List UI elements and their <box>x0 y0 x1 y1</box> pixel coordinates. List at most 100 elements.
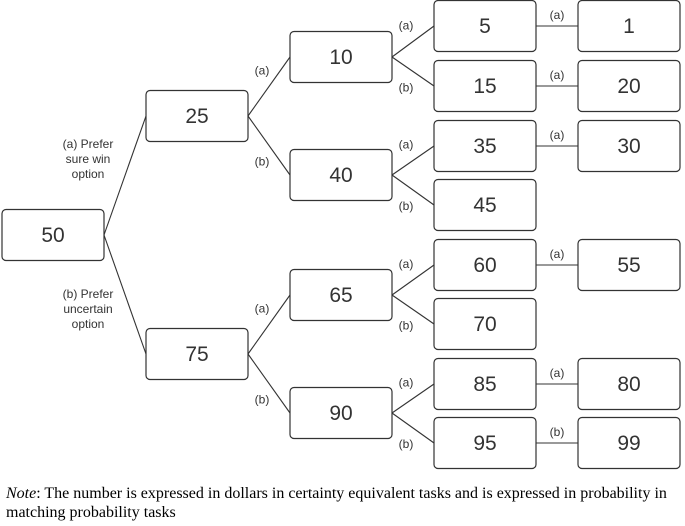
node-box <box>289 30 393 84</box>
node-box <box>577 119 681 173</box>
node-value: 1 <box>623 15 635 38</box>
edge-label-line: option <box>72 317 105 331</box>
node-value: 45 <box>473 194 496 217</box>
edge-label-n65-n70: (b) <box>399 319 414 333</box>
edge-n10-n5 <box>391 25 435 58</box>
edge-label-n25-n40: (b) <box>255 155 270 169</box>
node-box <box>433 297 537 351</box>
edge-label-line: (b) Prefer <box>63 287 114 301</box>
node-value: 75 <box>185 343 208 366</box>
node-box <box>289 148 393 202</box>
node-20: 20 <box>577 59 681 113</box>
node-box <box>433 0 537 53</box>
edge-n25-n40 <box>247 115 291 176</box>
edge-label-n60-n55: (a) <box>550 247 565 261</box>
node-85: 85 <box>433 357 537 411</box>
node-90: 90 <box>289 386 393 440</box>
node-value: 60 <box>473 254 496 277</box>
edge-label-n90-n85: (a) <box>399 376 414 390</box>
node-value: 10 <box>329 46 352 69</box>
edge-n25-n10 <box>247 56 291 117</box>
node-80: 80 <box>577 357 681 411</box>
node-55: 55 <box>577 238 681 292</box>
edge-n90-n85 <box>391 383 435 414</box>
node-45: 45 <box>433 178 537 232</box>
edge-label-n10-n5: (a) <box>399 19 414 33</box>
node-value: 25 <box>185 105 208 128</box>
edge-n65-n70 <box>391 294 435 325</box>
edge-label-n10-n15: (b) <box>399 81 414 95</box>
node-1: 1 <box>577 0 681 53</box>
node-value: 80 <box>617 373 640 396</box>
node-box <box>289 386 393 440</box>
edge-n75-n90 <box>247 353 291 414</box>
edge-label-n85-n80: (a) <box>550 366 565 380</box>
node-35: 35 <box>433 119 537 173</box>
node-99: 99 <box>577 416 681 470</box>
node-value: 70 <box>473 313 496 336</box>
node-box <box>433 178 537 232</box>
edge-n50-n25 <box>103 115 147 236</box>
node-box <box>577 357 681 411</box>
node-box <box>433 238 537 292</box>
node-value: 50 <box>41 224 64 247</box>
edge-n75-n65 <box>247 294 291 355</box>
edge-n90-n95 <box>391 412 435 444</box>
node-box <box>577 59 681 113</box>
node-50: 50 <box>1 208 105 262</box>
node-value: 55 <box>617 254 640 277</box>
edge-label-n5-n1: (a) <box>550 8 565 22</box>
node-box <box>145 89 249 143</box>
node-60: 60 <box>433 238 537 292</box>
node-value: 5 <box>479 15 491 38</box>
edge-label-n35-n30: (a) <box>550 128 565 142</box>
node-value: 30 <box>617 135 640 158</box>
node-box <box>1 208 105 262</box>
node-box <box>145 327 249 381</box>
node-65: 65 <box>289 268 393 322</box>
node-value: 99 <box>617 432 640 455</box>
node-box <box>577 238 681 292</box>
edge-label-line: uncertain <box>63 302 112 316</box>
node-box <box>433 416 537 470</box>
nodes-layer: 50 25 75 10 40 65 90 5 15 35 45 60 70 85 95 1 20 30 55 80 99 <box>1 0 681 470</box>
node-10: 10 <box>289 30 393 84</box>
node-value: 90 <box>329 402 352 425</box>
edge-label-n90-n95: (b) <box>399 437 414 451</box>
node-15: 15 <box>433 59 537 113</box>
node-30: 30 <box>577 119 681 173</box>
node-75: 75 <box>145 327 249 381</box>
node-5: 5 <box>433 0 537 53</box>
node-box <box>433 59 537 113</box>
edge-label-n75-n65: (a) <box>255 302 270 316</box>
edge-label-n95-n99: (b) <box>550 425 565 439</box>
edge-n40-n35 <box>391 145 435 176</box>
node-40: 40 <box>289 148 393 202</box>
note-text: : The number is expressed in dollars in … <box>6 485 667 521</box>
node-value: 65 <box>329 284 352 307</box>
node-value: 95 <box>473 432 496 455</box>
edge-label-n15-n20: (a) <box>550 68 565 82</box>
edge-label-line: (a) Prefer <box>63 137 114 151</box>
edge-label-n40-n45: (b) <box>399 199 414 213</box>
node-value: 20 <box>617 75 640 98</box>
edge-label-line: sure win <box>66 152 111 166</box>
edge-label-n25-n10: (a) <box>255 64 270 78</box>
edge-label-n65-n60: (a) <box>399 257 414 271</box>
edge-n50-n75 <box>103 234 147 355</box>
node-box <box>289 268 393 322</box>
node-value: 35 <box>473 135 496 158</box>
edge-n40-n45 <box>391 174 435 206</box>
node-95: 95 <box>433 416 537 470</box>
node-box <box>433 119 537 173</box>
node-value: 40 <box>329 164 352 187</box>
node-value: 15 <box>473 75 496 98</box>
node-value: 85 <box>473 373 496 396</box>
edge-n65-n60 <box>391 264 435 296</box>
edge-label-n40-n35: (a) <box>399 138 414 152</box>
edge-label-n75-n90: (b) <box>255 393 270 407</box>
